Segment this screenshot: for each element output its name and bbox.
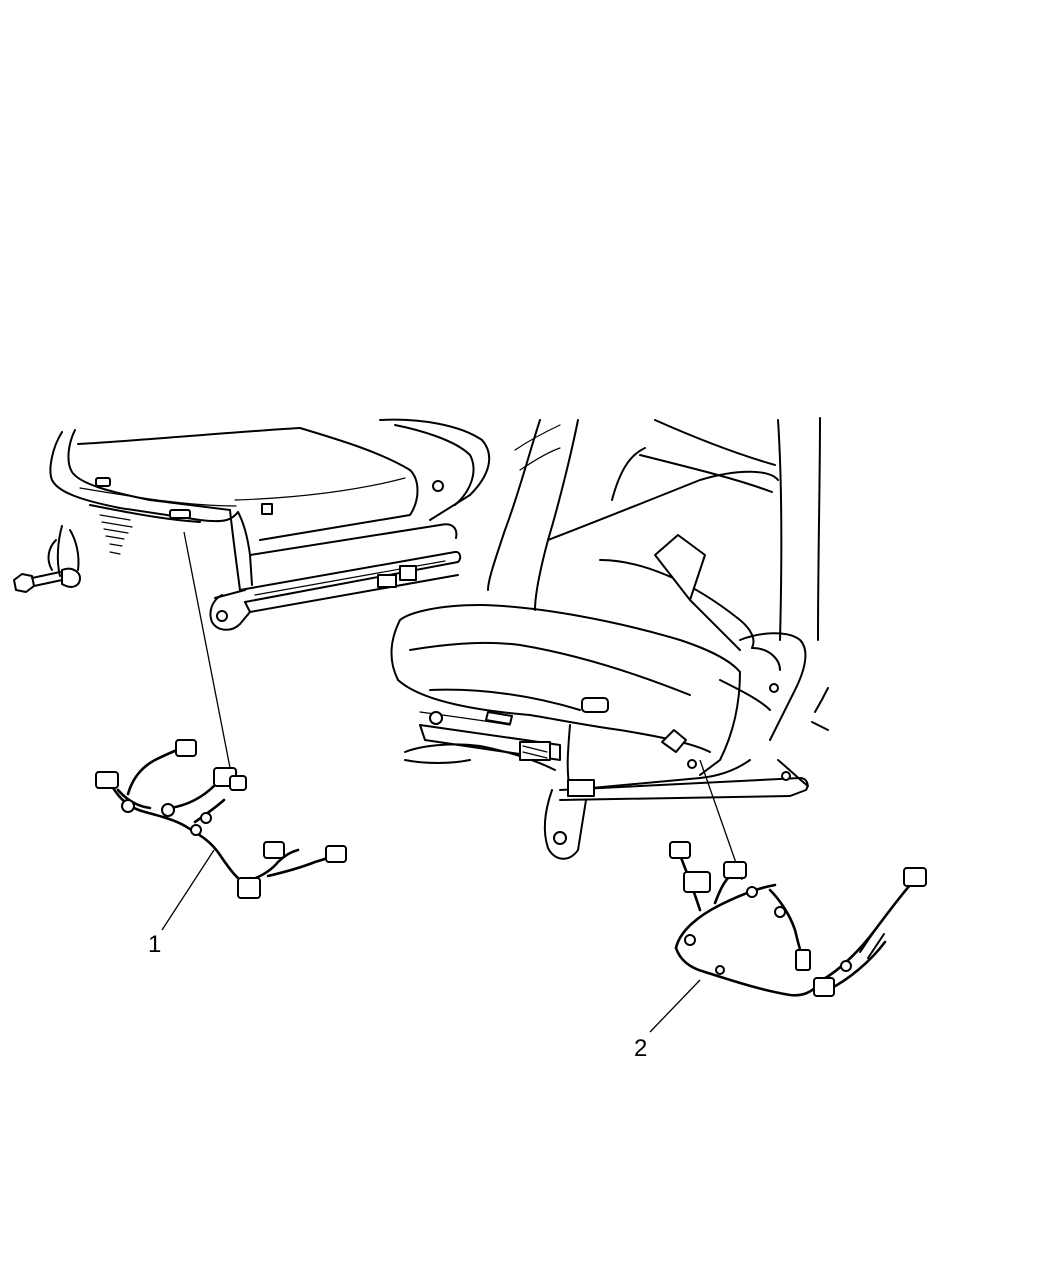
wiring-harness-1 — [95, 739, 347, 899]
callout-2: 2 — [634, 1035, 647, 1062]
bracket-clip — [47, 525, 80, 577]
callout-1: 1 — [148, 931, 161, 958]
bolt-icon — [13, 567, 81, 593]
wiring-harness-2 — [669, 841, 927, 997]
leader-callout-2 — [649, 979, 701, 1033]
left-seat-label-stripes — [99, 514, 133, 555]
right-seat — [390, 417, 829, 860]
left-seat-cushion — [49, 418, 491, 591]
leader-seat-to-harness-1 — [183, 531, 233, 779]
left-seat-track — [209, 550, 462, 631]
leader-seat-to-harness-2 — [699, 759, 743, 881]
leader-callout-1 — [161, 849, 215, 931]
